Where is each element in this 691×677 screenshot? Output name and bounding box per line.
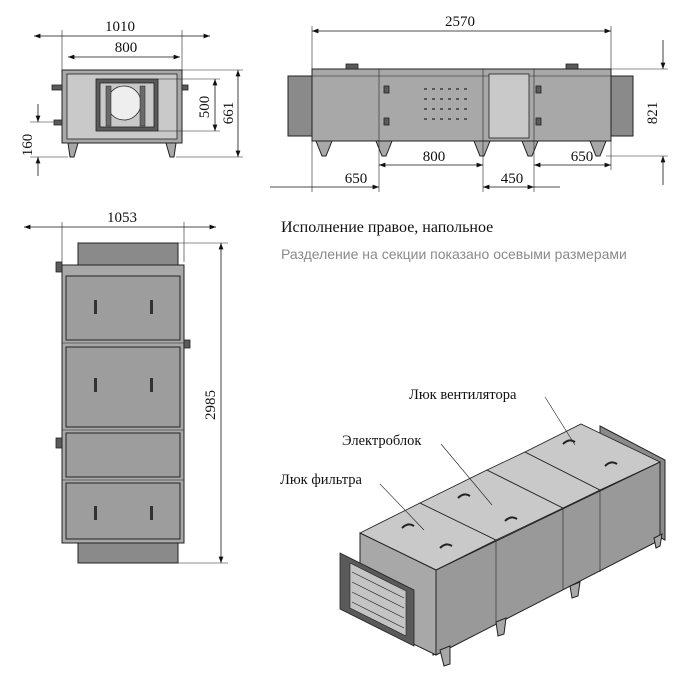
dim-side-450: 450 bbox=[501, 171, 524, 187]
callout-electro: Электроблок bbox=[342, 433, 422, 449]
dim-front-160: 160 bbox=[20, 134, 36, 157]
dim-front-800: 800 bbox=[115, 40, 138, 56]
dim-side-800: 800 bbox=[423, 149, 446, 165]
dim-front-661: 661 bbox=[221, 102, 237, 125]
drawing-subtitle: Разделение на секции показано осевыми ра… bbox=[281, 246, 627, 262]
drawing-title: Исполнение правое, напольное bbox=[281, 219, 494, 236]
front-view: 1010 800 500 661 160 bbox=[20, 19, 243, 176]
dim-top-1053: 1053 bbox=[107, 210, 137, 226]
callout-fan-hatch: Люк вентилятора bbox=[409, 387, 517, 403]
dim-front-500: 500 bbox=[197, 96, 213, 119]
dim-side-650-right: 650 bbox=[571, 149, 594, 165]
dim-side-2570: 2570 bbox=[445, 14, 475, 30]
dim-side-650-left: 650 bbox=[345, 171, 368, 187]
isometric-view: Люк вентилятора Электроблок Люк фильтра bbox=[280, 387, 666, 667]
callout-filter-hatch: Люк фильтра bbox=[280, 472, 363, 488]
side-view: 2570 821 800 650 650 450 bbox=[270, 14, 668, 192]
top-view: 1053 2985 bbox=[24, 210, 228, 564]
dim-front-1010: 1010 bbox=[105, 19, 135, 35]
dim-top-2985: 2985 bbox=[203, 390, 219, 420]
dim-side-821: 821 bbox=[645, 102, 661, 125]
